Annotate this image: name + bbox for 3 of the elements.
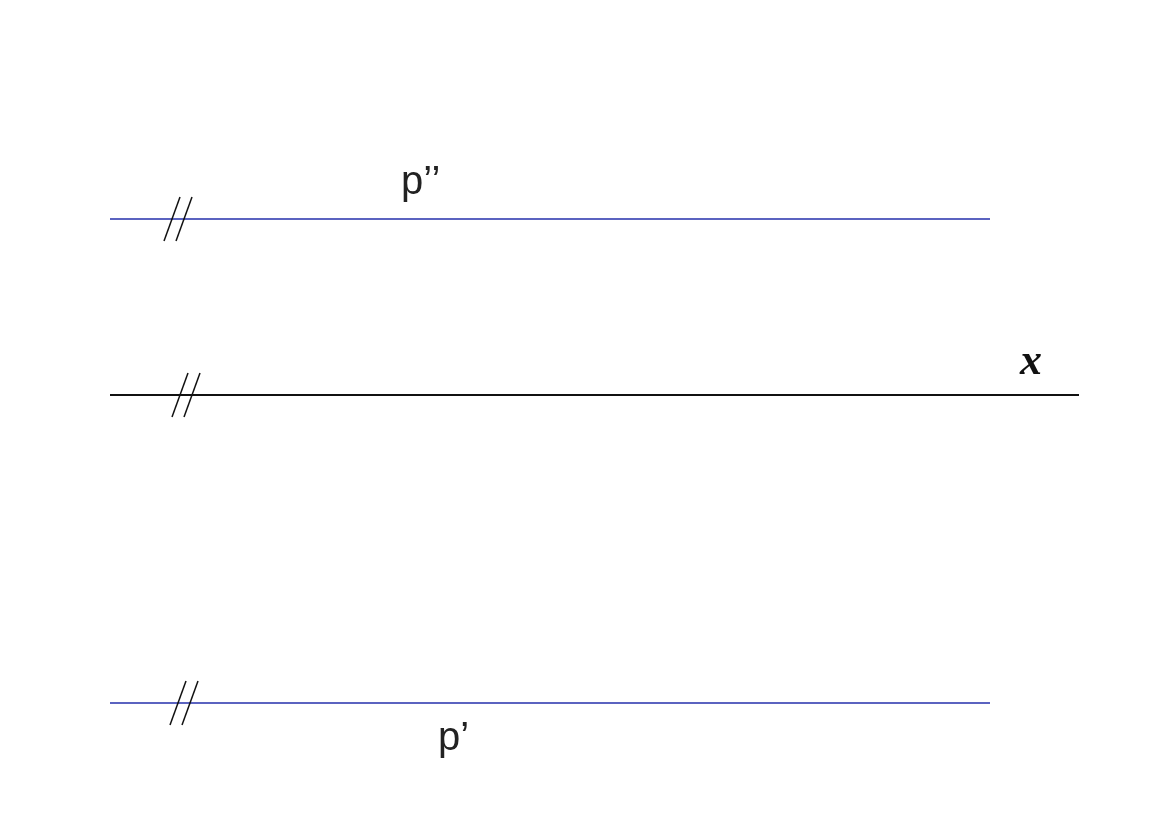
- axis-label: x: [1020, 338, 1042, 382]
- projection-label: p’: [438, 716, 470, 756]
- projection-label: p’’: [401, 160, 441, 200]
